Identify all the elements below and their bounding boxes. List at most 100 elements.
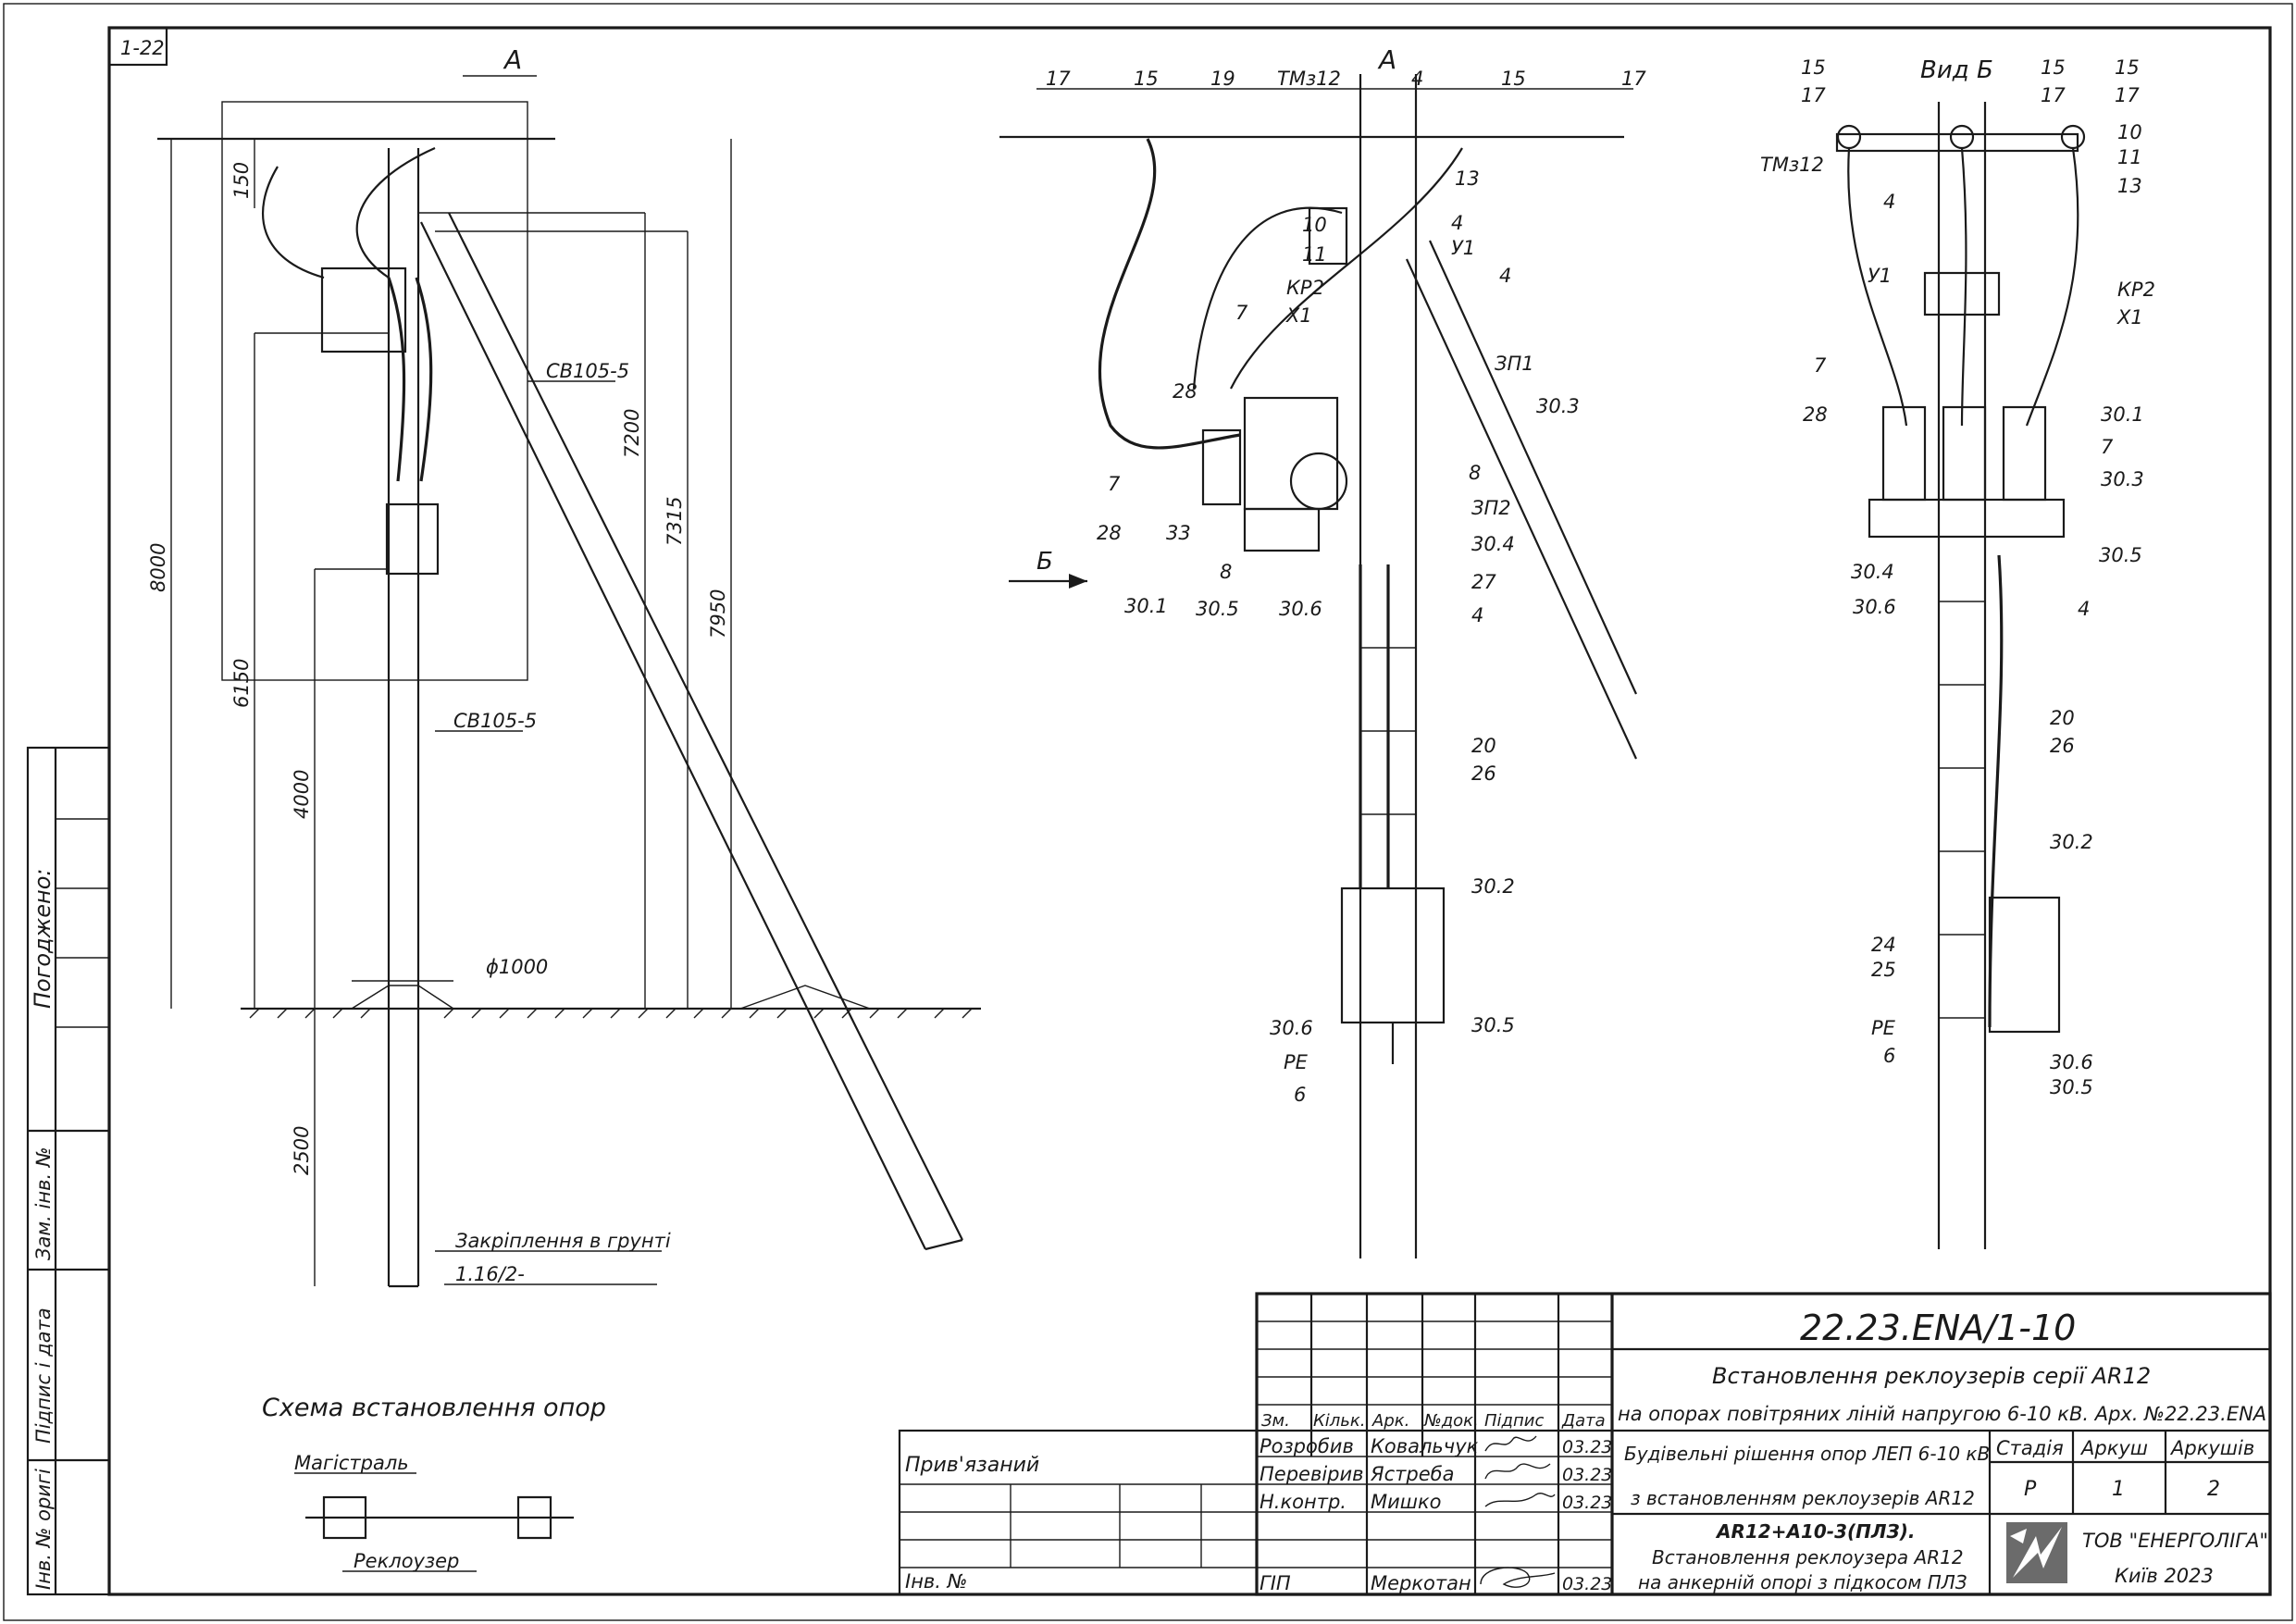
title-block: Прив'язаний Інв. № Зм. Кільк. Арк. №док.… xyxy=(898,1292,2272,1596)
stage-header: Стадія xyxy=(1996,1437,2064,1459)
b-4-top: 4 xyxy=(1883,191,1895,213)
a-33: 33 xyxy=(1166,522,1191,544)
a-8-right: 8 xyxy=(1469,462,1481,484)
a-x1: Х1 xyxy=(1285,304,1312,327)
a-30-1: 30.1 xyxy=(1124,595,1168,617)
stage-value: Р xyxy=(2024,1478,2037,1501)
dim-7950: 7950 xyxy=(707,589,729,638)
a-8-left: 8 xyxy=(1220,561,1232,583)
side-inv-replace: Зам. інв. № xyxy=(32,1147,55,1260)
company-logo-icon xyxy=(2006,1522,2067,1583)
col-pidpys: Підпис xyxy=(1484,1411,1544,1431)
pole-overview: А xyxy=(147,44,981,1288)
sheets-value: 2 xyxy=(2207,1478,2220,1501)
part-line1: Будівельні рішення опор ЛЕП 6-10 кВ xyxy=(1624,1443,1990,1465)
b-30-3: 30.3 xyxy=(2101,468,2144,490)
section-a-right-title: А xyxy=(1377,44,1396,75)
sheet-code: 1-22 xyxy=(120,37,165,59)
r1-role: Розробив xyxy=(1260,1435,1354,1457)
side-strip: Погоджено: Зам. інв. № Підпис і дата Інв… xyxy=(26,746,111,1596)
b-13: 13 xyxy=(2117,175,2142,197)
section-a-left-title: А xyxy=(503,44,522,75)
b-tmz12: ТМз12 xyxy=(1760,154,1824,176)
b-15-mid: 15 xyxy=(2041,56,2066,79)
arrow-b-label: Б xyxy=(1036,548,1053,576)
b-7-right: 7 xyxy=(2101,436,2114,458)
a-tmz12: ТМз12 xyxy=(1277,68,1341,90)
a-28-top: 28 xyxy=(1173,380,1198,403)
a-30-4: 30.4 xyxy=(1471,533,1515,555)
a-17-left: 17 xyxy=(1046,68,1071,90)
r2-date: 03.23 xyxy=(1562,1465,1612,1485)
r3-date: 03.23 xyxy=(1562,1493,1612,1513)
col-zm: Зм. xyxy=(1261,1411,1290,1431)
col-ndok: №док. xyxy=(1423,1411,1479,1431)
b-20: 20 xyxy=(2050,707,2075,729)
dim-diameter: ϕ1000 xyxy=(486,956,548,978)
view-b: Вид Б 15 17 15 17 15 xyxy=(1760,56,2155,1249)
a-15-right: 15 xyxy=(1501,68,1526,90)
company-name: ТОВ "ЕНЕРГОЛІГА" xyxy=(2082,1530,2268,1552)
r2-role: Перевірив xyxy=(1260,1463,1364,1485)
detail-frame xyxy=(221,101,528,681)
scheme-main-label: Магістраль xyxy=(294,1452,409,1474)
section-a-view: А Б 17 15 19 xyxy=(999,44,1646,1258)
r4-date: 03.23 xyxy=(1562,1574,1612,1594)
a-4-c: 4 xyxy=(1499,265,1511,287)
a-20: 20 xyxy=(1471,735,1496,757)
col-ark: Арк. xyxy=(1371,1411,1409,1431)
pole-label-top: СВ105-5 xyxy=(546,360,629,382)
dim-150: 150 xyxy=(230,162,253,199)
b-17-right: 17 xyxy=(2115,84,2140,106)
r1-name: Ковальчук xyxy=(1371,1435,1479,1457)
city-year: Київ 2023 xyxy=(2115,1565,2214,1587)
a-4-d: 4 xyxy=(1471,604,1483,626)
b-6: 6 xyxy=(1883,1045,1895,1067)
signatures xyxy=(1480,1435,1556,1588)
r4-name: Меркотан xyxy=(1371,1572,1471,1594)
a-kr2: КР2 xyxy=(1286,277,1324,299)
a-u1: У1 xyxy=(1451,237,1475,259)
a-28-left: 28 xyxy=(1097,522,1122,544)
b-30-6-low: 30.6 xyxy=(2050,1051,2093,1073)
a-7-top: 7 xyxy=(1235,302,1248,324)
b-26: 26 xyxy=(2050,735,2075,757)
a-27: 27 xyxy=(1471,571,1496,593)
b-15-left: 15 xyxy=(1801,56,1826,79)
installation-scheme: Схема встановлення опор Магістраль Рекло… xyxy=(262,1394,606,1572)
b-30-5-low: 30.5 xyxy=(2050,1076,2093,1098)
a-19: 19 xyxy=(1210,68,1235,90)
b-10: 10 xyxy=(2117,121,2142,143)
b-30-2: 30.2 xyxy=(2050,831,2093,853)
a-6: 6 xyxy=(1294,1084,1306,1106)
b-pe: PE xyxy=(1871,1017,1896,1039)
r4-role: ГІП xyxy=(1260,1572,1291,1594)
sheet-header: Аркуш xyxy=(2079,1437,2148,1459)
ground-fixing-ref: 1.16/2- xyxy=(455,1263,525,1285)
a-30-5: 30.5 xyxy=(1196,598,1239,620)
a-13: 13 xyxy=(1455,167,1480,190)
bound-label: Прив'язаний xyxy=(905,1454,1039,1477)
view-b-callouts: 15 17 15 17 15 17 ТМз12 10 11 13 4 У1 КР… xyxy=(1760,56,2155,1098)
b-30-1: 30.1 xyxy=(2101,403,2144,426)
b-17-left: 17 xyxy=(1801,84,1826,106)
b-17-mid: 17 xyxy=(2041,84,2066,106)
b-30-6: 30.6 xyxy=(1853,596,1896,618)
ground-fixing-label: Закріплення в грунті xyxy=(455,1230,671,1252)
a-7-left: 7 xyxy=(1108,473,1121,495)
b-24: 24 xyxy=(1871,934,1896,956)
r3-name: Мишко xyxy=(1371,1491,1442,1513)
part-line2: з встановленням реклоузерів AR12 xyxy=(1631,1487,1975,1509)
title-line2: на опорах повітряних ліній напругою 6-10… xyxy=(1618,1403,2266,1425)
b-30-5: 30.5 xyxy=(2099,544,2142,566)
a-30-5-low: 30.5 xyxy=(1471,1014,1515,1036)
pole-label-bottom: СВ105-5 xyxy=(453,710,537,732)
dim-4000: 4000 xyxy=(291,770,313,819)
dim-8000: 8000 xyxy=(147,543,169,592)
a-zp1: ЗП1 xyxy=(1495,353,1534,375)
b-x1: Х1 xyxy=(2116,306,2143,329)
sheet-title2: Встановлення реклоузера AR12 xyxy=(1652,1546,1964,1568)
b-4-low: 4 xyxy=(2078,598,2090,620)
side-sign-date: Підпис і дата xyxy=(32,1308,55,1444)
r1-date: 03.23 xyxy=(1562,1437,1612,1457)
